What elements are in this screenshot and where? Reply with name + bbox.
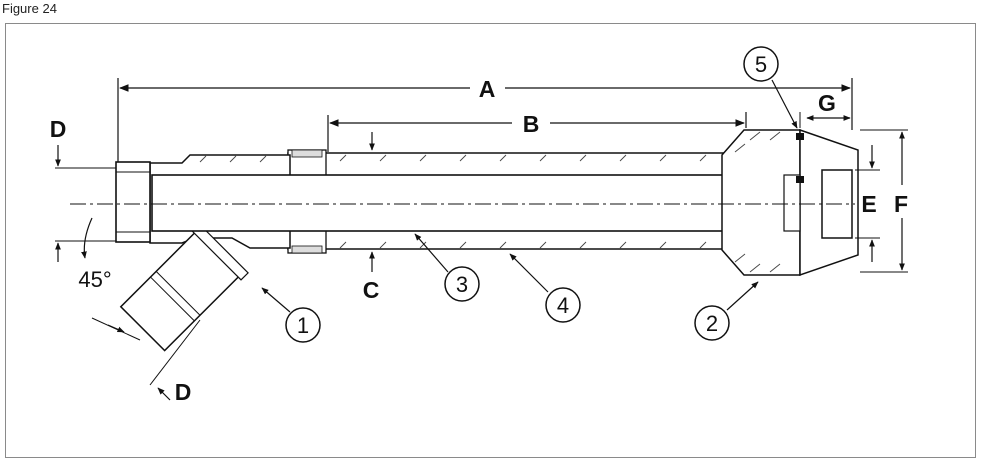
dimension-d-top: D	[50, 116, 116, 262]
dimension-b: B	[327, 111, 747, 152]
label-d-bottom: D	[175, 379, 192, 405]
dimension-c: C	[363, 132, 380, 303]
label-b: B	[523, 111, 540, 137]
callout-1: 1	[261, 287, 321, 343]
callout-3: 3	[414, 233, 480, 302]
callout-2-number: 2	[706, 311, 718, 336]
angle-dimension: 45°	[78, 217, 112, 292]
label-45-degrees: 45°	[78, 267, 111, 292]
callout-5: 5	[743, 46, 798, 129]
inner-pipe	[151, 174, 785, 232]
label-d-top: D	[50, 116, 67, 142]
label-f: F	[894, 191, 908, 217]
dimension-d-bottom: D	[91, 317, 201, 405]
label-a: A	[479, 76, 496, 102]
callout-3-number: 3	[456, 272, 468, 297]
callout-2: 2	[694, 281, 759, 341]
dimension-e: E	[855, 145, 880, 262]
dimension-f: F	[860, 129, 908, 273]
callout-1-number: 1	[297, 313, 309, 338]
callout-5-number: 5	[755, 52, 767, 77]
label-e: E	[861, 191, 876, 217]
figure-title: Figure 24	[2, 1, 57, 16]
label-c: C	[363, 277, 380, 303]
figure-frame	[5, 23, 976, 458]
callout-4-number: 4	[557, 293, 569, 318]
dimension-g: G	[799, 90, 851, 128]
dimension-a: A	[117, 76, 853, 168]
label-g: G	[818, 90, 836, 116]
callout-4: 4	[509, 253, 581, 323]
right-nut	[721, 128, 859, 277]
